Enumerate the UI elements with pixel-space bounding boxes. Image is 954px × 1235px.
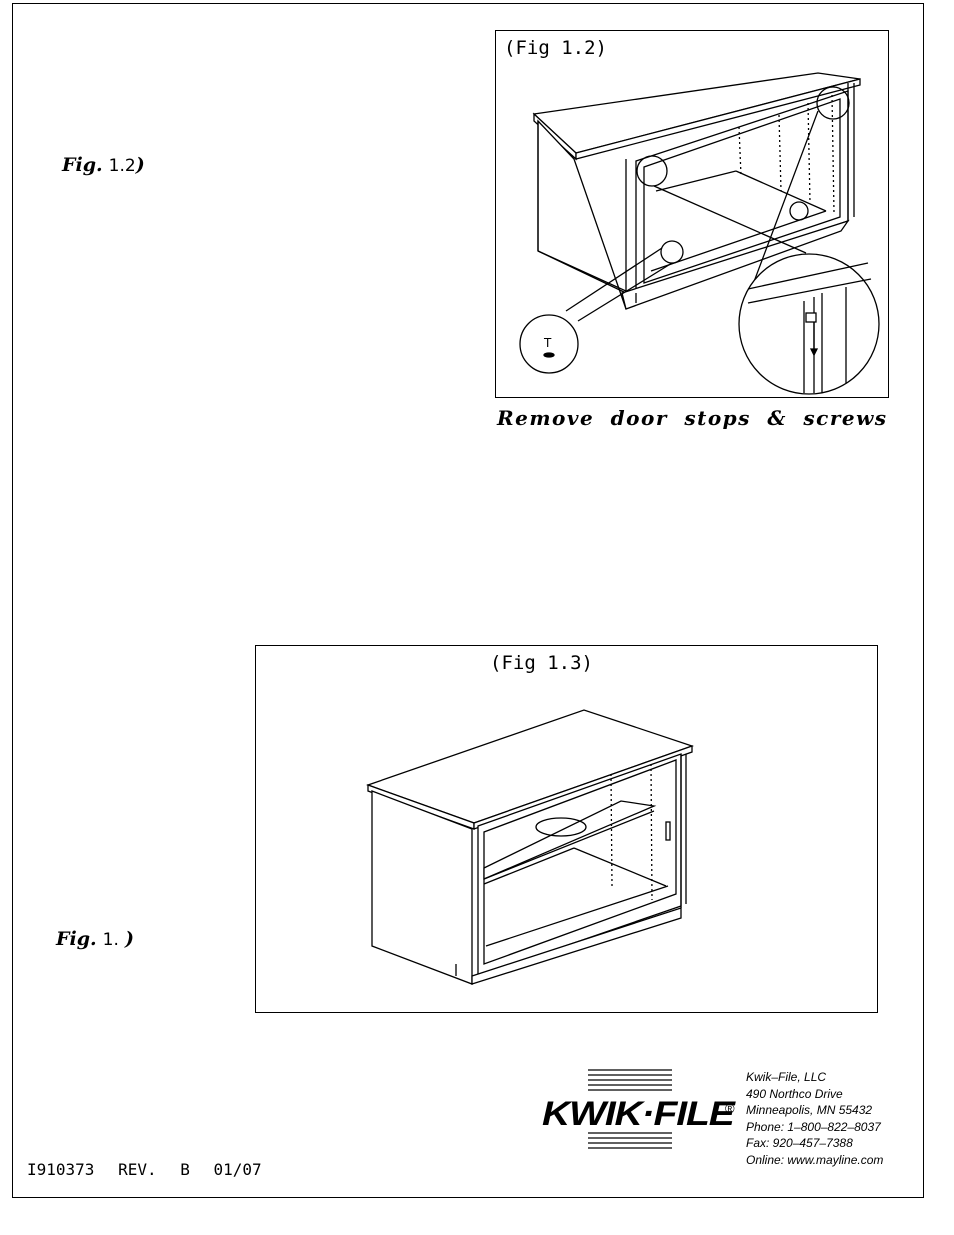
company-phone: Phone: 1–800–822–8037 (746, 1119, 883, 1136)
fig-1-3-label: Fig. 1. ) (56, 928, 134, 950)
cabinet-door-stops-illustration: T (496, 31, 890, 399)
doc-revision: REV. B (118, 1160, 190, 1179)
company-name: Kwik–File, LLC (746, 1069, 883, 1086)
company-street: 490 Northco Drive (746, 1086, 883, 1103)
document-footer: I910373 REV. B 01/07 (27, 1160, 262, 1179)
company-fax: Fax: 920–457–7388 (746, 1135, 883, 1152)
fig-1-2-caption: Remove door stops & screws (497, 406, 888, 430)
doc-date: 01/07 (214, 1160, 262, 1179)
fig-1-2-frame: (Fig 1.2) (495, 30, 889, 398)
fig-1-2-label: Fig. 1.2) (62, 154, 145, 176)
company-online: Online: www.mayline.com (746, 1152, 883, 1169)
cabinet-open-shelf-illustration (256, 646, 879, 1014)
svg-text:T: T (543, 336, 552, 350)
company-address: Kwik–File, LLC 490 Northco Drive Minneap… (746, 1069, 883, 1168)
doc-number: I910373 (27, 1160, 94, 1179)
registered-mark: ® (725, 1101, 735, 1116)
fig-1-3-frame: (Fig 1.3) (255, 645, 878, 1013)
company-logo: KWIK·FILE (542, 1095, 734, 1134)
company-city: Minneapolis, MN 55432 (746, 1102, 883, 1119)
